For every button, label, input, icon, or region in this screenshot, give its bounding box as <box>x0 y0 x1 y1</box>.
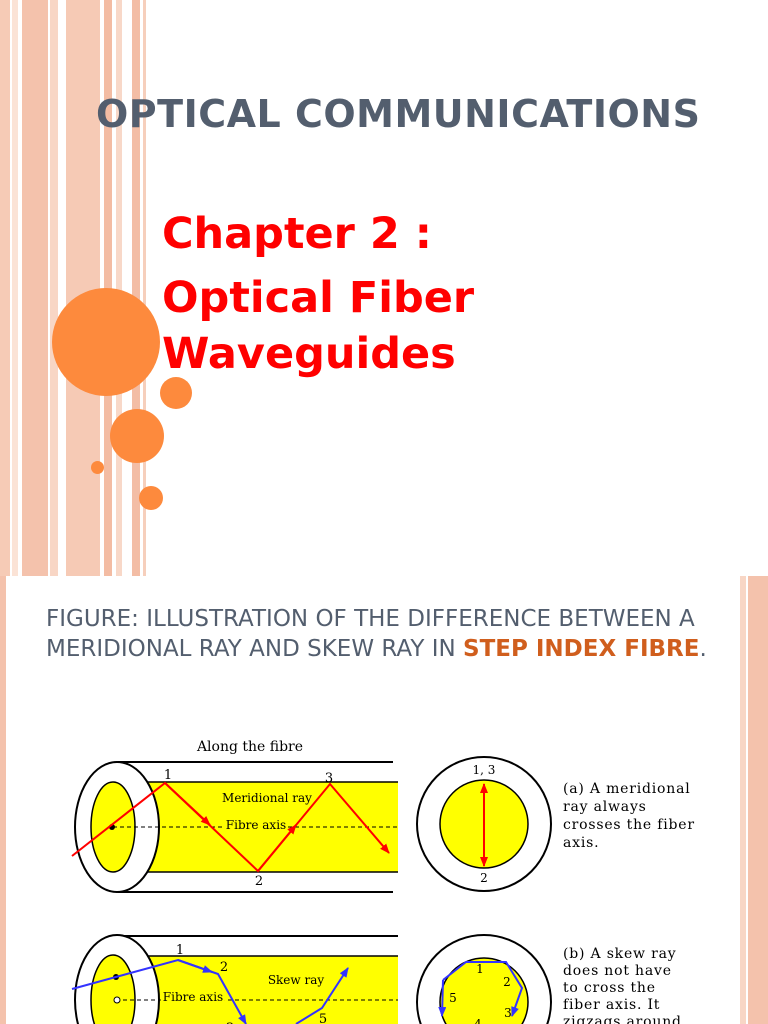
skew-ray-label: Skew ray <box>268 973 325 987</box>
point-label: 3 <box>504 1006 512 1020</box>
fiber-end-core <box>90 954 136 1024</box>
fibre-axis-label: Fibre axis <box>163 990 223 1004</box>
caption-a: (a) A meridional ray always crosses the … <box>563 781 700 851</box>
point-label: 2 <box>255 874 263 889</box>
figure-title-highlight: STEP INDEX FIBRE <box>463 636 700 662</box>
ray-direction-arrow <box>164 782 211 826</box>
point-label: 2 <box>220 960 228 975</box>
decor-circle-large <box>52 288 160 396</box>
point-label: 1 <box>164 768 172 783</box>
decor-stripe <box>22 0 48 576</box>
meridional-fiber-side: 1 2 3 Meridional ray Fibre axis <box>71 761 398 893</box>
decor-stripe <box>12 0 18 576</box>
decor-stripe <box>143 0 146 576</box>
title-slide: OPTICAL COMMUNICATIONS Chapter 2 : Optic… <box>0 0 701 576</box>
fiber-ray-diagram: Along the fibre 1 2 3 Meridional ray Fib… <box>71 739 700 1024</box>
meridional-ray-label: Meridional ray <box>222 791 312 805</box>
point-label: 1, 3 <box>473 763 496 777</box>
chapter-title-line1: Optical Fiber <box>162 273 475 323</box>
meridional-fiber-end: 1, 3 2 <box>416 756 552 892</box>
skew-fiber-end: 1 2 3 4 5 <box>416 934 552 1024</box>
axis-point <box>113 996 121 1004</box>
caption-b-line: to cross the <box>563 980 656 996</box>
decor-stripe <box>748 576 768 1024</box>
point-label: 5 <box>319 1012 327 1024</box>
figure-slide: FIGURE: ILLUSTRATION OF THE DIFFERENCE B… <box>0 576 768 1024</box>
fiber-core <box>115 956 398 1024</box>
ray-direction-arrow <box>257 824 297 872</box>
decor-stripe <box>0 0 10 576</box>
caption-a-line: axis. <box>563 835 599 851</box>
point-label: 2 <box>503 975 511 989</box>
point-label: 3 <box>325 771 333 786</box>
caption-b-line: fiber axis. It <box>563 997 660 1013</box>
caption-a-line: ray always <box>563 799 647 815</box>
point-label: 1 <box>476 962 484 976</box>
point-label: 3 <box>226 1021 234 1024</box>
chapter-number: Chapter 2 : <box>162 209 432 259</box>
skew-ray-end <box>438 979 447 1017</box>
decor-stripe <box>50 0 58 576</box>
slide-title: OPTICAL COMMUNICATIONS <box>96 92 701 136</box>
chapter-title-line2: Waveguides <box>162 329 456 379</box>
decor-stripe <box>116 0 122 576</box>
figure-title: FIGURE: ILLUSTRATION OF THE DIFFERENCE B… <box>46 604 736 664</box>
core-circle <box>439 957 529 1024</box>
caption-a-line: (a) A meridional <box>563 781 691 797</box>
caption-b-line: does not have <box>563 963 672 979</box>
figure-title-text: FIGURE: ILLUSTRATION OF THE DIFFERENCE B… <box>46 606 695 662</box>
point-label: 4 <box>474 1017 482 1024</box>
point-label: 5 <box>449 991 457 1005</box>
decor-stripe <box>740 576 746 1024</box>
decor-circle <box>160 377 192 409</box>
along-fibre-label: Along the fibre <box>196 739 303 755</box>
decor-stripe <box>0 576 6 1024</box>
point-label: 2 <box>480 871 488 885</box>
caption-a-line: crosses the fiber <box>563 817 695 833</box>
decor-stripe <box>132 0 140 576</box>
caption-b: (b) A skew ray does not have to cross th… <box>563 946 682 1024</box>
figure-title-period: . <box>699 636 707 662</box>
skew-fiber-side: 1 2 3 5 Skew ray Fibre axis <box>71 934 398 1024</box>
ray-direction-arrow <box>177 959 213 973</box>
decor-circle <box>110 409 164 463</box>
fibre-axis-label: Fibre axis <box>226 818 286 832</box>
caption-b-line: (b) A skew ray <box>563 946 676 962</box>
decor-stripe <box>66 0 100 576</box>
decor-circle <box>91 461 104 474</box>
skew-ray <box>295 967 349 1024</box>
caption-b-line: zigzags around <box>563 1014 682 1024</box>
skew-ray-end <box>442 961 524 1017</box>
decor-circle <box>139 486 163 510</box>
point-label: 1 <box>176 943 184 958</box>
